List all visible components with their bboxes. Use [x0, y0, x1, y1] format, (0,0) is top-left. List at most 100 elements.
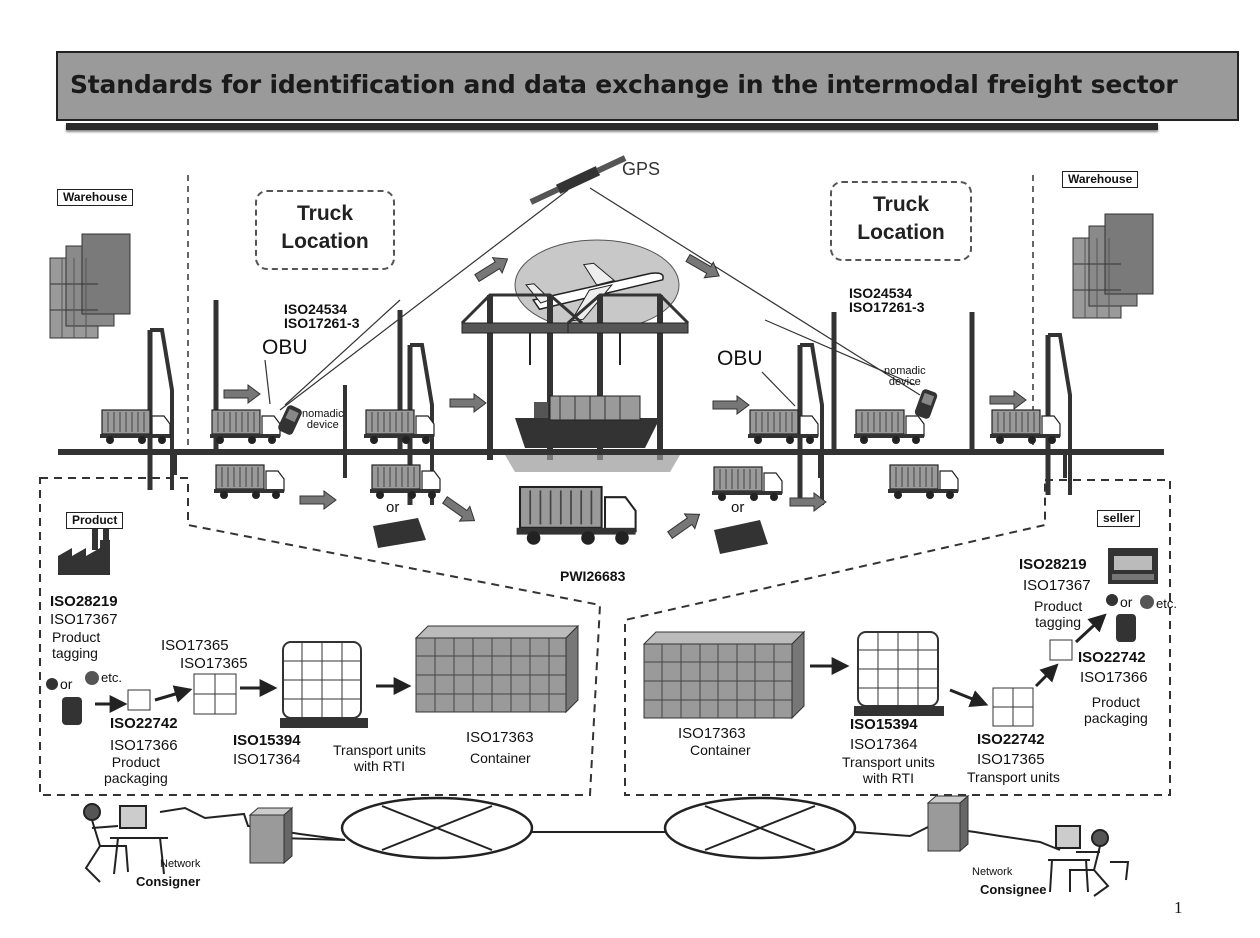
truck-large-icon: [515, 485, 637, 546]
iso22742-right-top: ISO22742: [1078, 649, 1146, 666]
warehouse-right-label: Warehouse: [1062, 171, 1139, 188]
obu-right-label: OBU: [717, 347, 763, 370]
iso17367-left: ISO17367: [50, 611, 118, 628]
page-number: 1: [1174, 898, 1183, 917]
gps-satellite-icon: [529, 155, 627, 205]
package-stack-icon: [992, 687, 1034, 727]
warehouse-left-label: Warehouse: [57, 189, 134, 206]
iso-right-block: ISO24534 ISO17261-3: [849, 286, 925, 314]
truck-location-right-box: Truck Location: [830, 181, 972, 261]
iso17365-b-left: ISO17365: [180, 655, 248, 672]
nomadic-left-label: nomadic device: [302, 409, 344, 431]
iso17364-left: ISO17364: [233, 751, 301, 768]
nomadic-right-line1: nomadic: [884, 365, 926, 377]
truck-icon: [99, 409, 171, 445]
iso17366-right: ISO17366: [1080, 669, 1148, 686]
transport-units-right: Transport units: [967, 769, 1060, 785]
product-packaging-right-line2: packaging: [1084, 710, 1148, 726]
nomadic-right-line2: device: [888, 376, 921, 388]
or-right-panel: or: [1120, 594, 1133, 610]
locomotive-icon: [373, 518, 768, 554]
iso15394-right: ISO15394: [850, 716, 918, 733]
nomadic-device-icon: [914, 389, 938, 419]
consigner-label: Consigner: [136, 874, 201, 889]
product-tagging-right-line1: Product: [1034, 598, 1083, 614]
product-packaging-right: Product packaging: [1084, 694, 1148, 726]
container-left: Container: [470, 750, 531, 766]
etc-right: etc.: [1156, 596, 1177, 611]
iso-left-block: ISO24534 ISO17261-3: [284, 302, 360, 330]
network-right-label: Network: [972, 866, 1013, 878]
factory-icon: [58, 524, 110, 575]
pallet-icon: [854, 631, 944, 716]
page-title: Standards for identification and data ex…: [70, 70, 1178, 99]
iso24534-left: ISO24534: [284, 301, 348, 317]
nomadic-device-icon: [278, 405, 302, 435]
product-tagging-left-line1: Product: [52, 629, 101, 645]
truck-location-right-line2: Location: [857, 221, 945, 244]
package-box-icon: [127, 689, 151, 711]
transport-units-rti-left-line1: Transport units: [333, 742, 426, 758]
iso17261-right: ISO17261-3: [849, 299, 925, 315]
title-underline: [66, 123, 1158, 130]
or-left-label: or: [386, 499, 400, 516]
truck-icon: [213, 464, 285, 500]
iso15394-left: ISO15394: [233, 732, 301, 749]
package-box-icon: [1049, 639, 1073, 661]
transport-units-rti-left-line2: with RTI: [353, 758, 405, 774]
iso17367-right: ISO17367: [1023, 577, 1091, 594]
nomadic-right-label: nomadic device: [884, 366, 926, 388]
product-tag: Product: [66, 512, 124, 529]
network-left-label: Network: [160, 858, 201, 870]
truck-icon: [747, 409, 819, 445]
ship-icon: [505, 395, 680, 472]
etc-left: etc.: [101, 670, 122, 685]
seller-tag: seller: [1097, 510, 1141, 527]
nomadic-left-line1: nomadic: [302, 408, 344, 420]
iso24534-right: ISO24534: [849, 285, 913, 301]
iso17363-right: ISO17363: [678, 725, 746, 742]
nomadic-left-line2: device: [306, 419, 339, 431]
server-left-icon: [248, 806, 294, 865]
iso22742-right-bottom: ISO22742: [977, 731, 1045, 748]
truck-location-left-box: Truck Location: [255, 190, 395, 270]
iso17364-right: ISO17364: [850, 736, 918, 753]
transport-units-rti-right-line2: with RTI: [862, 770, 914, 786]
truck-location-right-line1: Truck: [872, 193, 930, 216]
product-packaging-right-line1: Product: [1091, 694, 1141, 710]
truck-icon: [711, 466, 783, 502]
product-tagging-left: Product tagging: [52, 629, 100, 661]
truck-icon: [853, 409, 925, 445]
or-left-panel: or: [60, 676, 73, 692]
transport-units-rti-left: Transport units with RTI: [333, 742, 426, 774]
product-packaging-left-line1: Product: [111, 754, 161, 770]
iso17365-right: ISO17365: [977, 751, 1045, 768]
warehouse-left-icon: [49, 233, 131, 339]
warehouse-right-icon: [1072, 213, 1154, 319]
ground-line: [58, 449, 1164, 455]
container-right: Container: [690, 742, 751, 758]
container-icon: [642, 630, 806, 720]
obu-left-label: OBU: [262, 336, 308, 359]
product-packaging-left-line2: packaging: [104, 770, 168, 786]
person-at-computer-right-icon: [1048, 825, 1130, 897]
package-stack-icon: [193, 673, 237, 715]
truck-icon: [887, 464, 959, 500]
transport-units-rti-right-line1: Transport units: [842, 754, 935, 770]
iso17261-left: ISO17261-3: [284, 315, 360, 331]
product-packaging-left: Product packaging: [104, 754, 168, 786]
iso28219-left: ISO28219: [50, 593, 118, 610]
truck-icon: [369, 464, 441, 500]
consignee-label: Consignee: [980, 882, 1047, 897]
product-tagging-left-line2: tagging: [52, 645, 98, 661]
title-bar: Standards for identification and data ex…: [56, 51, 1239, 121]
iso17363-left: ISO17363: [466, 729, 534, 746]
product-tagging-right-line2: tagging: [1035, 614, 1082, 630]
pwi-label: PWI26683: [560, 568, 626, 584]
product-tagging-right: Product tagging: [1034, 598, 1082, 630]
printer-icon: [1108, 548, 1158, 584]
gps-label: GPS: [622, 159, 661, 179]
truck-location-left-line1: Truck: [296, 202, 354, 225]
truck-icon: [209, 409, 281, 445]
